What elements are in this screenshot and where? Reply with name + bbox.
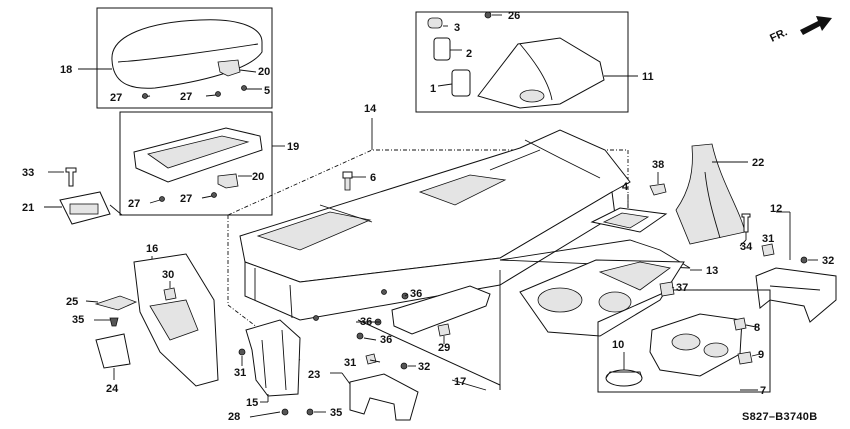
clip-8-part[interactable] [733, 317, 747, 331]
front-direction-indicator: FR. [768, 16, 832, 45]
callout-18: 18 [60, 64, 72, 76]
callout-22: 22 [752, 157, 764, 169]
accessory-socket-sleeve-part[interactable] [433, 37, 451, 61]
tray-hinge-part[interactable] [217, 173, 239, 189]
bolt-33-part[interactable] [65, 167, 77, 187]
callout-31a: 31 [344, 357, 356, 369]
clip-37-part[interactable] [659, 281, 675, 297]
clip-31c-part[interactable] [761, 243, 775, 257]
callout-11: 11 [642, 71, 654, 83]
callout-27a: 27 [110, 92, 122, 104]
callout-1: 1 [430, 83, 436, 95]
callout-30: 30 [162, 269, 174, 281]
callout-28: 28 [228, 411, 240, 423]
pocket-cover-part[interactable] [391, 285, 491, 335]
bolt-6-part[interactable] [342, 171, 366, 191]
callout-36a: 36 [410, 288, 422, 300]
switch-21-part[interactable] [44, 167, 123, 225]
callout-20a: 20 [258, 66, 270, 78]
callout-33: 33 [22, 167, 34, 179]
callout-34: 34 [740, 241, 753, 253]
console-tray-group [119, 111, 285, 216]
callout-19: 19 [287, 141, 299, 153]
callout-27d: 27 [180, 193, 192, 205]
callout-14: 14 [364, 103, 377, 115]
callout-13: 13 [706, 265, 718, 277]
callout-26: 26 [508, 10, 520, 22]
fasteners-right [659, 213, 818, 297]
callout-27b: 27 [180, 91, 192, 103]
console-tray-frame [119, 111, 273, 216]
shift-boot-group [415, 11, 638, 113]
clip-29-part[interactable] [437, 323, 451, 337]
shift-boot-frame [415, 11, 629, 113]
callout-37: 37 [676, 282, 688, 294]
bracket-15-part[interactable] [238, 319, 314, 416]
callout-32b: 32 [822, 255, 834, 267]
callout-21: 21 [22, 202, 34, 214]
armrest-lid-part[interactable] [111, 19, 263, 89]
front-arrow-icon [800, 16, 832, 35]
drawing-code: S827–B3740B [742, 411, 817, 423]
callout-24: 24 [106, 383, 119, 395]
callout-35a: 35 [72, 314, 84, 326]
callout-38: 38 [652, 159, 664, 171]
callout-2: 2 [466, 48, 472, 60]
callout-7: 7 [760, 385, 766, 397]
callout-12: 12 [770, 203, 782, 215]
leader-lines [169, 239, 747, 418]
armrest-hinge-part[interactable] [217, 59, 241, 77]
callout-6: 6 [370, 172, 376, 184]
callout-36c: 36 [380, 334, 392, 346]
console-bracket-part[interactable] [755, 211, 837, 323]
accessory-socket-part[interactable] [451, 69, 471, 97]
callout-10: 10 [612, 339, 624, 351]
callout-23: 23 [308, 369, 320, 381]
screw-35-part[interactable] [109, 317, 119, 327]
clip-30-part[interactable] [163, 287, 177, 301]
side-cover-group [85, 253, 219, 387]
callout-31c: 31 [762, 233, 774, 245]
side-trim-part[interactable] [94, 295, 138, 311]
callout-15: 15 [246, 397, 258, 409]
pocket-cover-group [356, 270, 501, 391]
callout-4: 4 [622, 181, 629, 193]
callout-32a: 32 [418, 361, 430, 373]
shift-knob-boot-part[interactable] [675, 143, 748, 245]
armrest-group-frame [96, 7, 273, 109]
callout-31b: 31 [234, 367, 246, 379]
bolt-34-part[interactable] [741, 213, 751, 233]
clip-38-part[interactable] [649, 172, 667, 196]
armrest-group [78, 7, 273, 109]
callout-3: 3 [454, 22, 460, 34]
callout-20b: 20 [252, 171, 264, 183]
accessory-socket-cap-part[interactable] [427, 17, 443, 29]
callout-16: 16 [146, 243, 158, 255]
callout-5: 5 [264, 85, 270, 97]
shift-bezel-part[interactable] [590, 194, 668, 233]
callout-8: 8 [754, 322, 760, 334]
cup-holder-group [597, 289, 771, 393]
callout-25: 25 [66, 296, 78, 308]
callout-labels: 3 2 1 26 11 18 20 5 27 27 14 19 20 27 27… [22, 10, 834, 423]
clip-9-part[interactable] [737, 351, 753, 365]
bracket-23-part[interactable] [330, 353, 419, 421]
callout-17: 17 [454, 376, 466, 388]
small-pocket-part[interactable] [95, 333, 131, 369]
callout-27c: 27 [128, 198, 140, 210]
front-direction-label: FR. [768, 26, 789, 44]
clip-31-part[interactable] [365, 353, 377, 365]
callout-29: 29 [438, 342, 450, 354]
callout-9: 9 [758, 349, 764, 361]
console-panel-part[interactable] [499, 239, 702, 337]
callout-35b: 35 [330, 407, 342, 419]
